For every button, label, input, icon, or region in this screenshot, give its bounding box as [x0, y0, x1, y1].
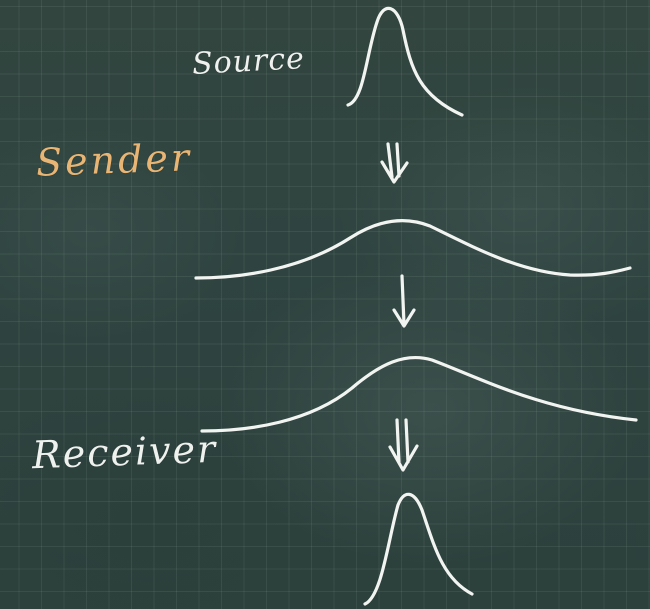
source-pulse-curve — [346, 6, 464, 117]
double-arrow-1 — [380, 142, 409, 184]
receiver-pulse-curve — [363, 492, 474, 606]
channel-pulse-curve — [200, 355, 638, 433]
sender-pulse-curve — [194, 219, 632, 280]
double-arrow-2 — [388, 418, 419, 472]
single-arrow — [392, 274, 416, 328]
